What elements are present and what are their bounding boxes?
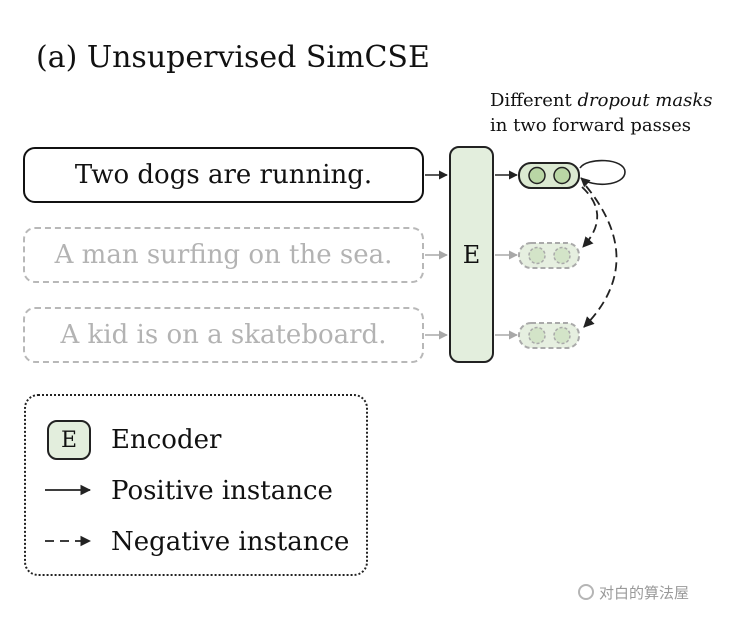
legend-negative-label: Negative instance xyxy=(111,527,350,557)
embedding-pill-negative-1 xyxy=(518,242,580,269)
dropout-annotation-line2: in two forward passes xyxy=(490,115,691,136)
legend-box xyxy=(24,394,368,576)
watermark: 对白的算法屋 xyxy=(578,580,728,604)
negative-arc-2 xyxy=(583,185,618,328)
legend-encoder-label: Encoder xyxy=(111,425,222,455)
negative-arc-1 xyxy=(581,186,599,248)
positive-sentence-box: Two dogs are running. xyxy=(23,147,424,203)
embedding-pill-positive xyxy=(518,162,580,189)
dropout-annotation-prefix: Different xyxy=(490,90,578,111)
legend-positive-label: Positive instance xyxy=(111,476,333,506)
legend-encoder-symbol: E xyxy=(47,420,91,460)
dropout-annotation: Different dropout masks in two forward p… xyxy=(490,88,713,138)
negative-sentence-box-2: A kid is on a skateboard. xyxy=(23,307,424,363)
dropout-annotation-line1: Different dropout masks xyxy=(490,88,713,113)
embedding-pill-negative-2 xyxy=(518,322,580,349)
negative-sentence-box-1: A man surfing on the sea. xyxy=(23,227,424,283)
watermark-icon xyxy=(578,584,594,600)
dropout-annotation-emphasis: dropout masks xyxy=(577,90,713,111)
positive-self-loop xyxy=(579,159,626,188)
diagram-title: (a) Unsupervised SimCSE xyxy=(36,40,430,75)
encoder-block: E xyxy=(449,146,494,363)
watermark-text: 对白的算法屋 xyxy=(599,583,690,602)
